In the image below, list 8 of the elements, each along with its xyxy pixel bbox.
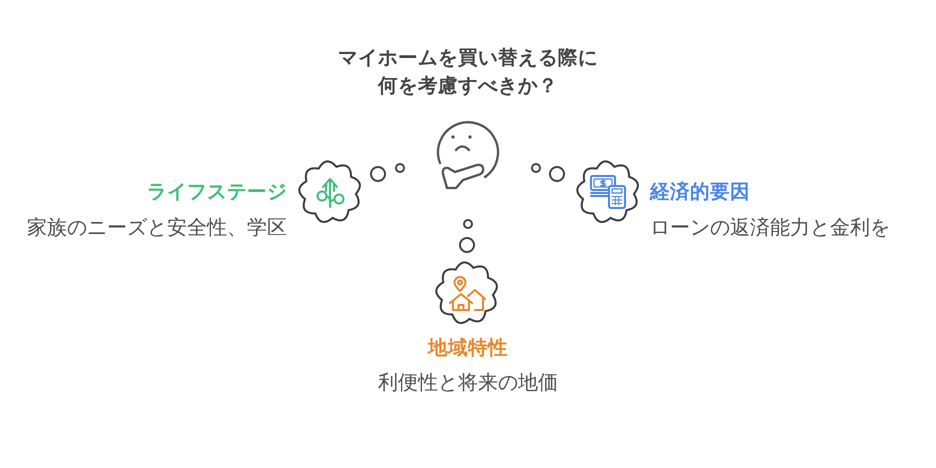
heading: 経済的要因 bbox=[650, 179, 750, 205]
heading: ライフステージ bbox=[147, 179, 287, 205]
description: ローンの返済能力と金利を bbox=[650, 215, 890, 241]
description: 家族のニーズと安全性、学区 bbox=[27, 215, 287, 241]
heading: 地域特性 bbox=[428, 335, 508, 361]
title: マイホームを買い替える際に何を考慮すべきか？ bbox=[338, 45, 598, 99]
description: 利便性と将来の地価 bbox=[378, 370, 558, 396]
thinking-face bbox=[436, 120, 502, 192]
